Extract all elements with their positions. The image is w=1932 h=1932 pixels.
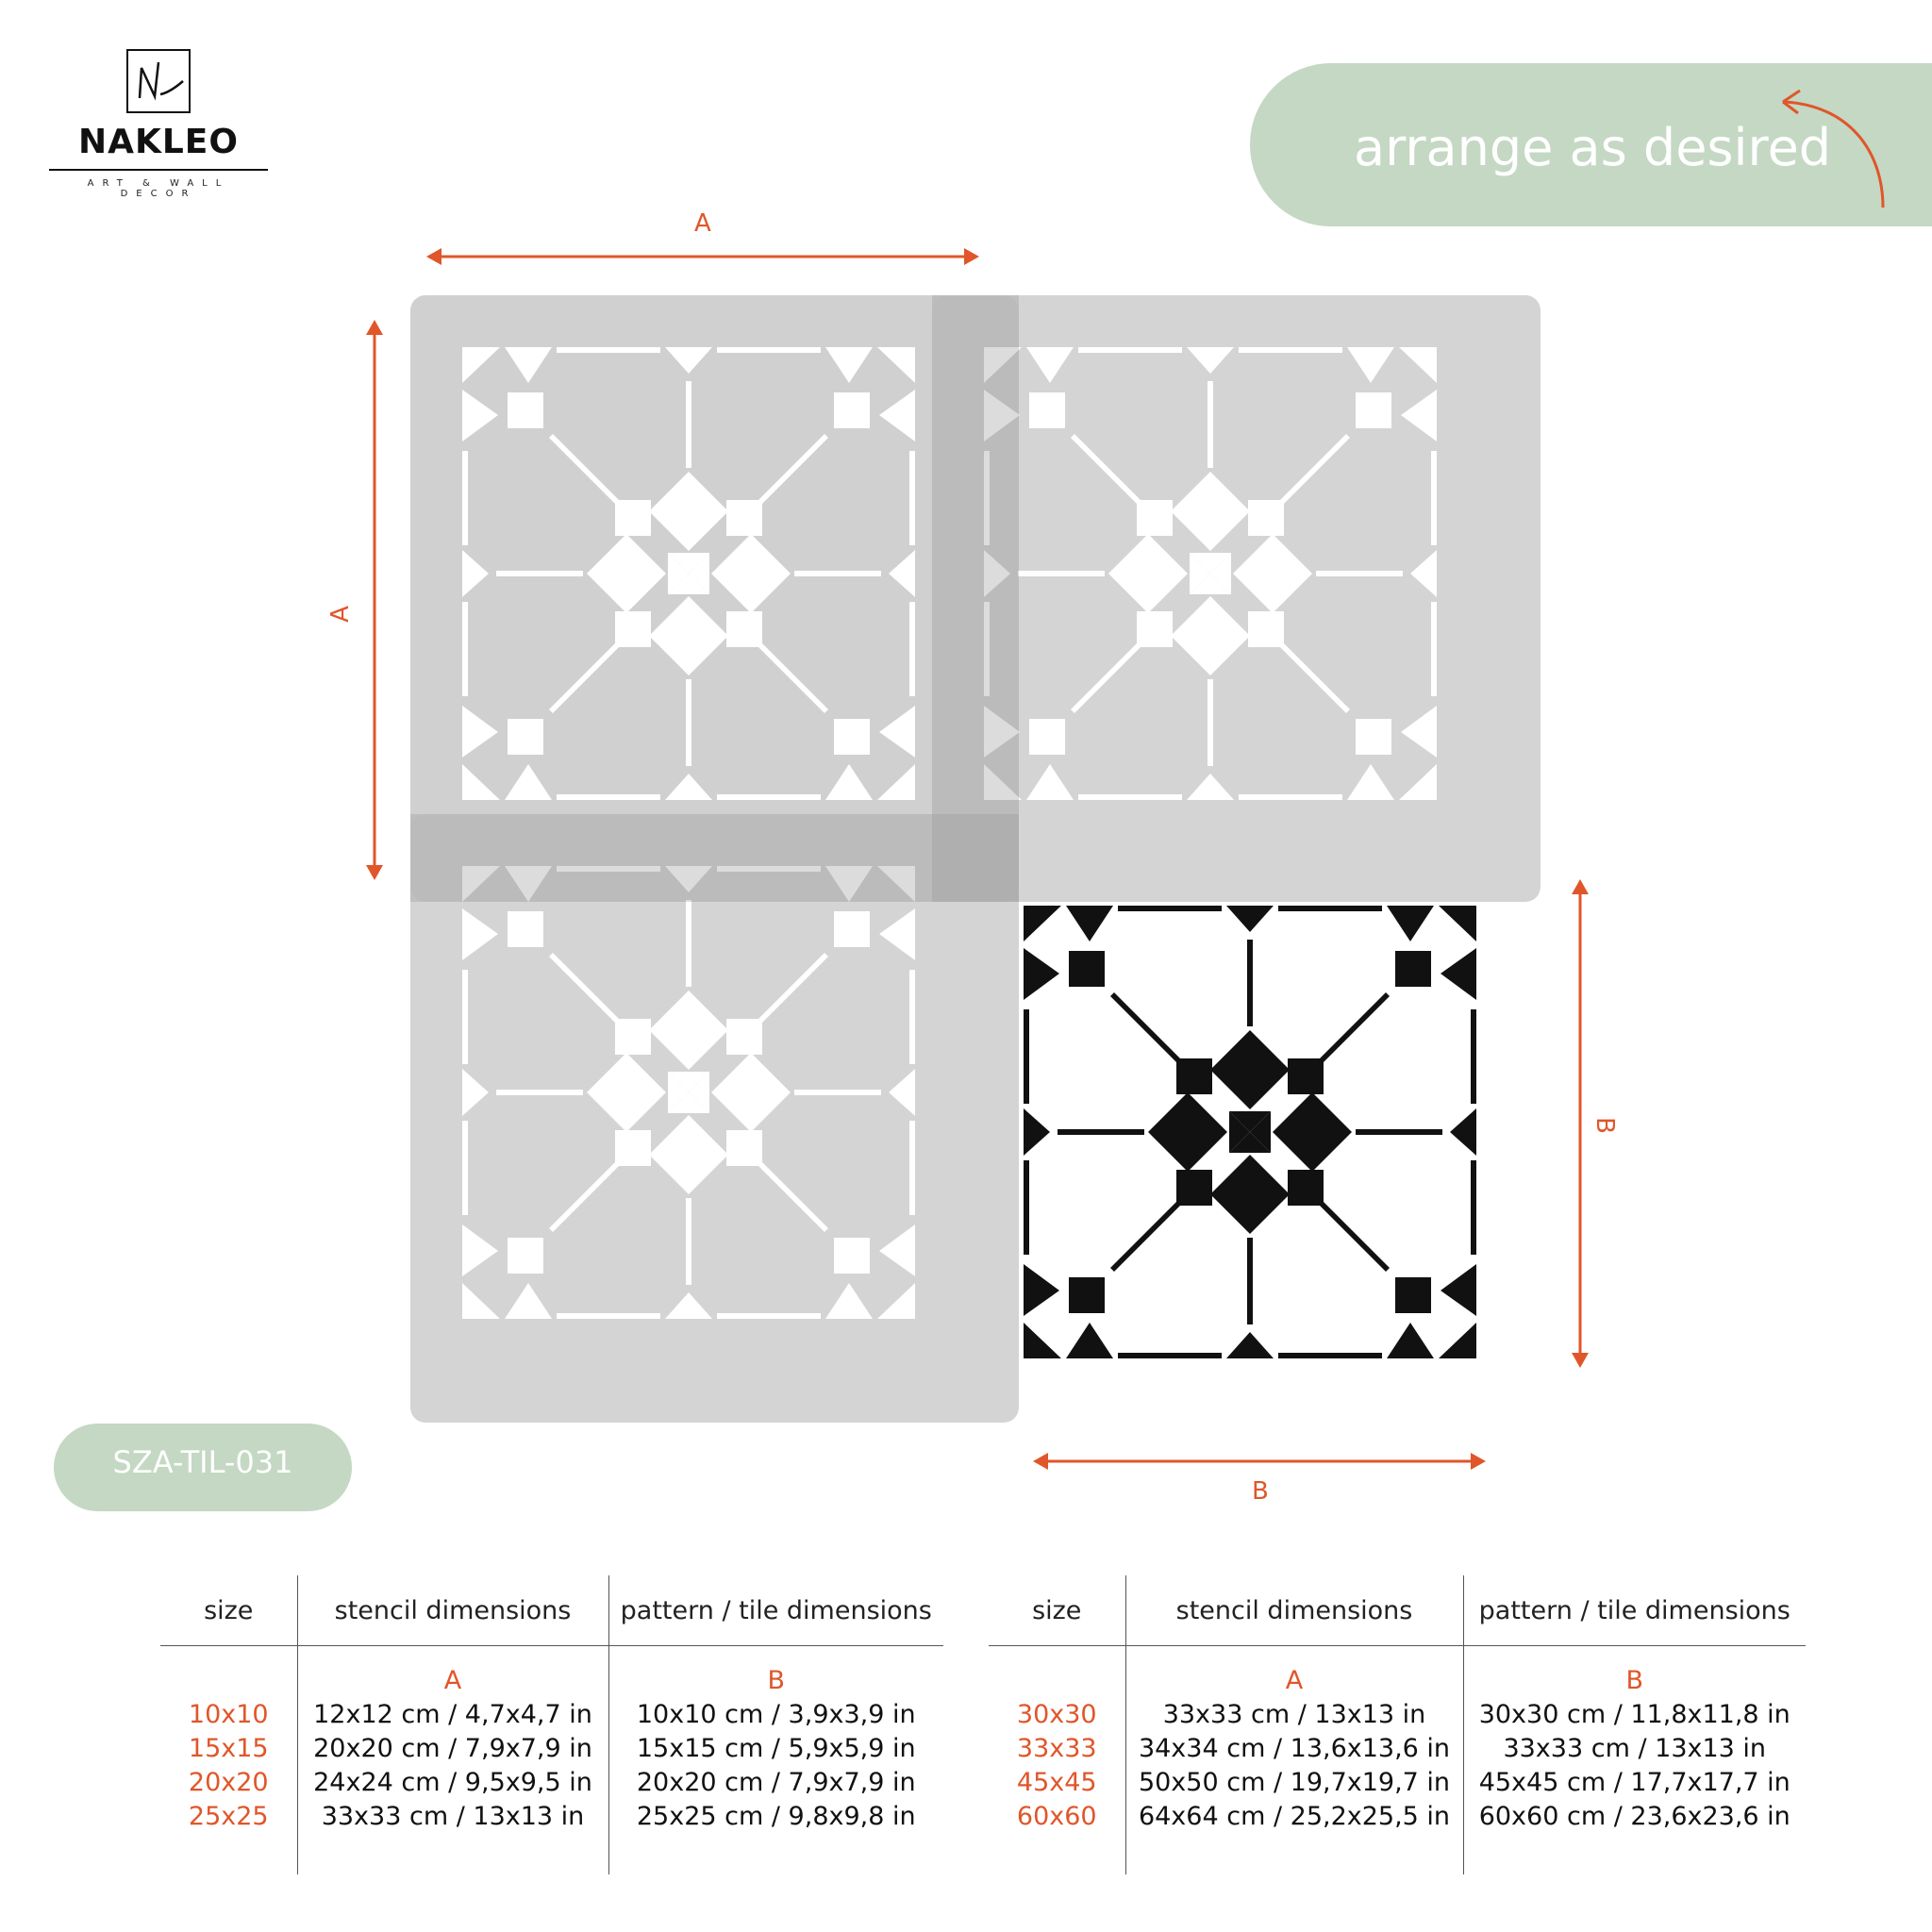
stencil-cell: 34x34 cm / 13,6x13,6 in	[1125, 1731, 1464, 1765]
size-table-left: size stencil dimensions pattern / tile d…	[160, 1575, 943, 1874]
tile-cell: 30x30 cm / 11,8x11,8 in	[1478, 1699, 1790, 1729]
curved-arrow-icon	[1782, 89, 1885, 208]
size-cell: 25x25	[160, 1799, 298, 1874]
arrange-banner	[1250, 63, 1932, 226]
tile-cell: 45x45 cm / 17,7x17,7 in	[1478, 1767, 1790, 1797]
stencil-sheet-top-left	[410, 295, 1019, 902]
stencil-sheet-bottom-left	[410, 814, 1019, 1423]
table-row: 10x10 12x12 cm / 4,7x4,7 in 10x10 cm / 3…	[160, 1697, 943, 1731]
tile-cell: 20x20 cm / 7,9x7,9 in	[636, 1767, 916, 1797]
size-table-right: size stencil dimensions pattern / tile d…	[989, 1575, 1806, 1874]
dimension-label-a-top: A	[694, 209, 711, 238]
arrange-banner-text: arrange as desired	[1354, 118, 1832, 177]
header-tile: pattern / tile dimensions	[620, 1595, 932, 1625]
product-code-badge	[54, 1424, 352, 1511]
logo-divider	[49, 169, 268, 171]
letter-a: A	[297, 1645, 609, 1697]
letter-b: B	[767, 1665, 786, 1695]
letter-b: B	[1625, 1665, 1644, 1695]
dimension-label-b-right: B	[1590, 1117, 1619, 1134]
header-stencil: stencil dimensions	[297, 1575, 609, 1646]
stencil-cell: 12x12 cm / 4,7x4,7 in	[297, 1697, 609, 1731]
brand-tagline: ART & WALL DECOR	[87, 178, 230, 199]
stencil-cell: 33x33 cm / 13x13 in	[1125, 1697, 1464, 1731]
size-cell: 60x60	[989, 1799, 1126, 1874]
table-row: 30x30 33x33 cm / 13x13 in 30x30 cm / 11,…	[989, 1697, 1806, 1731]
stencil-layout-diagram	[366, 248, 1589, 1470]
header-size: size	[160, 1575, 298, 1646]
table-row: 60x60 64x64 cm / 25,2x25,5 in 60x60 cm /…	[989, 1799, 1806, 1874]
header-tile: pattern / tile dimensions	[1478, 1595, 1790, 1625]
table-row: 20x20 24x24 cm / 9,5x9,5 in 20x20 cm / 7…	[160, 1765, 943, 1799]
stencil-cell: 20x20 cm / 7,9x7,9 in	[297, 1731, 609, 1765]
product-code: SZA-TIL-031	[112, 1444, 293, 1480]
letter-a: A	[1125, 1645, 1464, 1697]
header-stencil: stencil dimensions	[1125, 1575, 1464, 1646]
stencil-cell: 64x64 cm / 25,2x25,5 in	[1125, 1799, 1464, 1874]
dimension-label-b-bottom: B	[1252, 1477, 1269, 1506]
table-row: 33x33 34x34 cm / 13,6x13,6 in 33x33 cm /…	[989, 1731, 1806, 1765]
tile-cell: 15x15 cm / 5,9x5,9 in	[636, 1733, 916, 1763]
size-cell: 10x10	[160, 1697, 298, 1731]
table-row: 15x15 20x20 cm / 7,9x7,9 in 15x15 cm / 5…	[160, 1731, 943, 1765]
tile-cell: 33x33 cm / 13x13 in	[1503, 1733, 1767, 1763]
brand-logo: NAKLEO ART & WALL DECOR	[49, 49, 275, 200]
brand-name: NAKLEO	[77, 123, 240, 161]
size-cell: 15x15	[160, 1731, 298, 1765]
size-cell: 45x45	[989, 1765, 1126, 1799]
dimension-label-a-left: A	[325, 606, 355, 623]
tile-cell: 60x60 cm / 23,6x23,6 in	[1478, 1801, 1790, 1831]
size-cell: 30x30	[989, 1697, 1126, 1731]
stencil-cell: 50x50 cm / 19,7x19,7 in	[1125, 1765, 1464, 1799]
dimension-arrows	[366, 248, 1589, 1470]
size-cell: 20x20	[160, 1765, 298, 1799]
stencil-cell: 33x33 cm / 13x13 in	[297, 1799, 609, 1874]
tile-cell: 10x10 cm / 3,9x3,9 in	[636, 1699, 916, 1729]
table-row: 45x45 50x50 cm / 19,7x19,7 in 45x45 cm /…	[989, 1765, 1806, 1799]
stencil-cell: 24x24 cm / 9,5x9,5 in	[297, 1765, 609, 1799]
header-size: size	[989, 1575, 1126, 1646]
size-cell: 33x33	[989, 1731, 1126, 1765]
painted-tile	[1024, 906, 1476, 1358]
tile-cell: 25x25 cm / 9,8x9,8 in	[636, 1801, 916, 1831]
stencil-sheet-top-right	[932, 295, 1541, 902]
brand-monogram-icon	[126, 49, 191, 113]
table-row: 25x25 33x33 cm / 13x13 in 25x25 cm / 9,8…	[160, 1799, 943, 1874]
